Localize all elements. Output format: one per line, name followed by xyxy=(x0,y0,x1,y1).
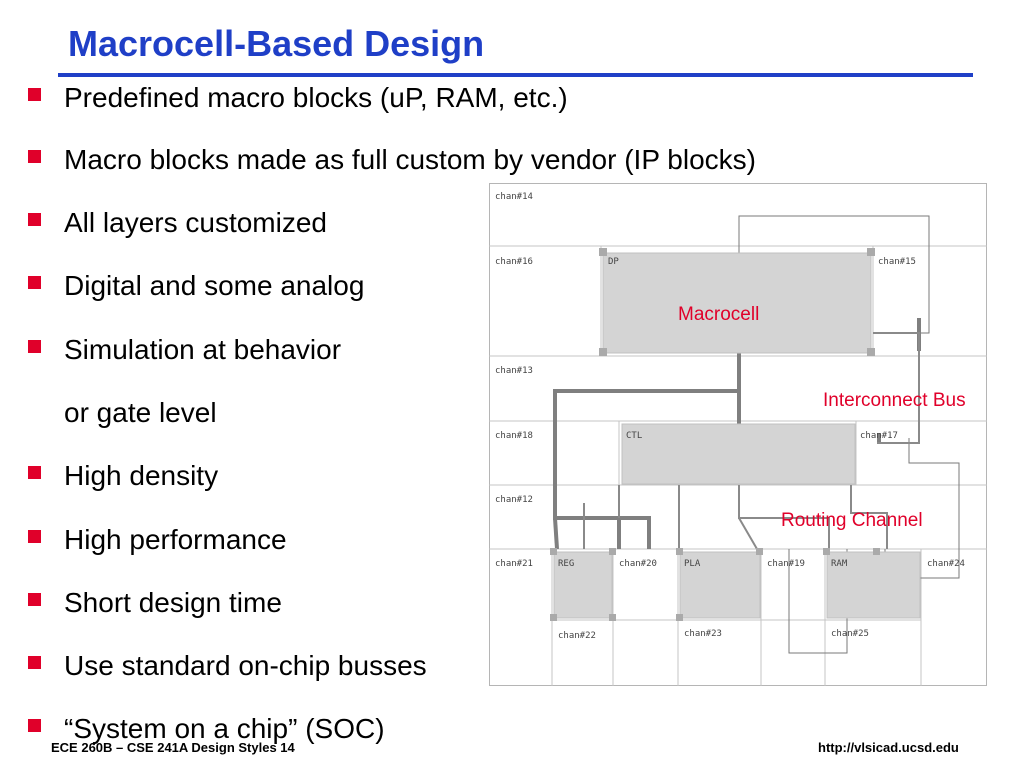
bullet-square-icon xyxy=(28,150,41,163)
label-ram: RAM xyxy=(831,559,848,569)
label-reg: REG xyxy=(558,559,574,569)
label-chan24: chan#24 xyxy=(927,559,965,569)
annotation-interconnect-bus: Interconnect Bus xyxy=(823,390,966,411)
label-dp: DP xyxy=(608,257,619,267)
bullet-square-icon xyxy=(28,213,41,226)
macrocell-block-reg xyxy=(553,551,613,619)
label-chan19: chan#19 xyxy=(767,559,805,569)
label-chan16: chan#16 xyxy=(495,257,533,267)
macrocell-layout-diagram: chan#14 chan#16 DP chan#15 chan#13 chan#… xyxy=(489,183,987,686)
bullet-text: Predefined macro blocks (uP, RAM, etc.) xyxy=(64,82,568,113)
label-chan18: chan#18 xyxy=(495,431,533,441)
label-pla: PLA xyxy=(684,559,701,569)
bullet-square-icon xyxy=(28,530,41,543)
bullet-text: High performance xyxy=(64,524,287,555)
bullet-text: Short design time xyxy=(64,587,282,618)
annotation-routing-channel: Routing Channel xyxy=(781,510,923,531)
bullet-square-icon xyxy=(28,593,41,606)
bullet-text: Digital and some analog xyxy=(64,270,365,301)
bullet-text: Simulation at behavior xyxy=(64,334,342,365)
label-ctl: CTL xyxy=(626,431,642,441)
macrocell-block-ctl xyxy=(621,423,856,485)
macrocell-block-ram xyxy=(826,551,921,619)
bullet-text: All layers customized xyxy=(64,207,327,238)
label-chan23: chan#23 xyxy=(684,629,722,639)
label-chan20: chan#20 xyxy=(619,559,657,569)
label-chan17: chan#17 xyxy=(860,431,898,441)
bullet-text: Macro blocks made as full custom by vend… xyxy=(64,144,756,175)
label-chan13: chan#13 xyxy=(495,366,533,376)
footer-course-label: ECE 260B – CSE 241A Design Styles 14 xyxy=(51,740,295,755)
routing-wires xyxy=(583,332,920,550)
label-chan14: chan#14 xyxy=(495,192,533,202)
title-underline xyxy=(58,73,973,77)
label-chan12: chan#12 xyxy=(495,495,533,505)
bullet-square-icon xyxy=(28,719,41,732)
annotation-macrocell: Macrocell xyxy=(678,304,759,325)
label-chan21: chan#21 xyxy=(495,559,533,569)
bullet-text: or gate level xyxy=(64,397,217,428)
footer-url: http://vlsicad.ucsd.edu xyxy=(818,740,959,755)
bullet-square-icon xyxy=(28,466,41,479)
bullet-text: “System on a chip” (SOC) xyxy=(64,713,385,744)
bullet-square-icon xyxy=(28,276,41,289)
macrocell-block-pla xyxy=(679,551,761,619)
bullet-text: Use standard on-chip busses xyxy=(64,650,427,681)
bullet-square-icon xyxy=(28,340,41,353)
macrocell-block-dp xyxy=(602,252,872,354)
slide-title: Macrocell-Based Design xyxy=(68,23,485,64)
label-chan22: chan#22 xyxy=(558,631,596,641)
bullet-square-icon xyxy=(28,656,41,669)
bullet-square-icon xyxy=(28,88,41,101)
label-chan25: chan#25 xyxy=(831,629,869,639)
pin-markers xyxy=(550,248,880,621)
bullet-text: High density xyxy=(64,460,219,491)
label-chan15: chan#15 xyxy=(878,257,916,267)
